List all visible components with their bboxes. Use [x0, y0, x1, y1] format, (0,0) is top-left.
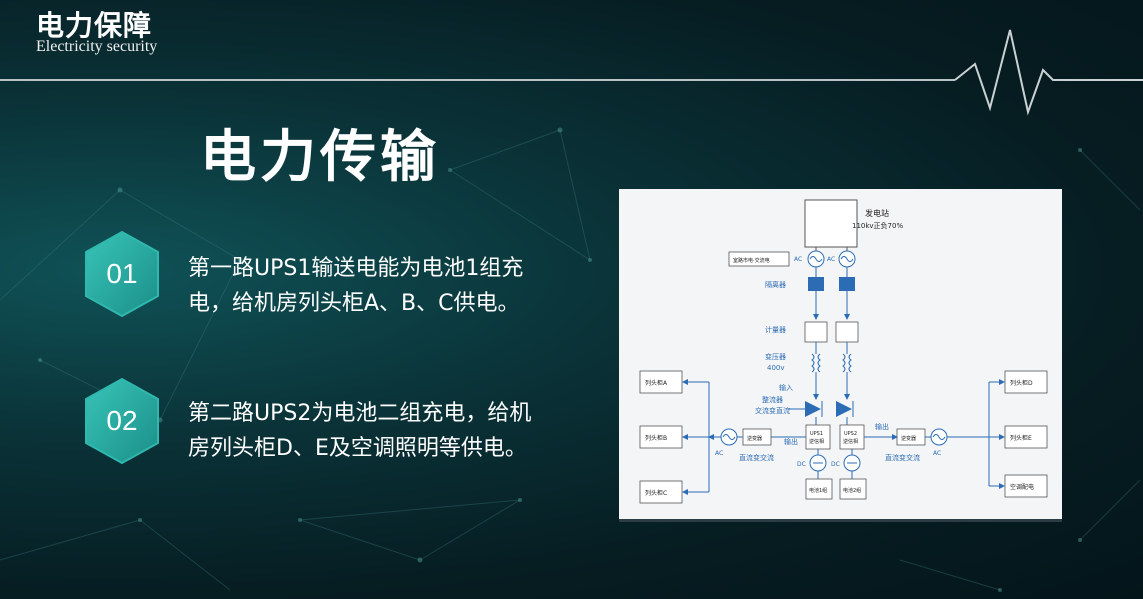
hexagon-badge-02: [85, 378, 159, 464]
rectifier-label: 整流器: [762, 395, 783, 404]
ups1-label: UPS1: [810, 431, 823, 437]
item-number: 02: [106, 405, 138, 436]
transformer-label: 变压器: [765, 352, 786, 361]
inverter-label: 逆变器: [747, 435, 762, 442]
item-text-line: 第二路UPS2为电池二组充电，给机: [188, 401, 532, 426]
transformer-voltage: 400v: [767, 364, 785, 372]
transformer-icon: [842, 353, 852, 373]
transformer-icon: [811, 353, 821, 373]
cabinet-box: [639, 425, 683, 449]
station-sub: 110kv正负70%: [852, 221, 903, 230]
ups1-box: [805, 424, 831, 450]
ac-label: AC: [933, 450, 941, 457]
cabinet-label: 列头柜E: [1010, 434, 1032, 442]
cabinet-label: 列头柜D: [1010, 379, 1033, 387]
battery2-box: [839, 478, 867, 500]
item-text-01: 第一路UPS1输送电能为电池1组充 电，给机房列头柜A、B、C供电。: [188, 251, 568, 321]
item-text-line: 第一路UPS1输送电能为电池1组充: [188, 256, 524, 281]
ac-label: AC: [715, 450, 723, 457]
converter-label: 逆信相: [809, 438, 824, 445]
power-diagram: 发电站 110kv正负70% 室路市电·交流电 AC AC 隔离器 计量器 变压…: [619, 189, 1062, 522]
input-label: 输入: [779, 383, 793, 392]
cabinet-box: [1004, 474, 1048, 498]
inverter-label: 逆变器: [901, 435, 916, 442]
station-box: [804, 199, 858, 248]
heartbeat-line: [0, 29, 1143, 116]
ac-label: AC: [827, 256, 835, 263]
ac-label: AC: [794, 256, 802, 263]
isolator-box: [839, 277, 855, 291]
cabinet-label: 空调配电: [1010, 483, 1034, 491]
cabinet-box: [639, 370, 683, 394]
dc-to-ac-label: 直流变交流: [885, 453, 920, 462]
item-text-02: 第二路UPS2为电池二组充电，给机 房列头柜D、E及空调照明等供电。: [188, 396, 568, 466]
battery1-label: 电池1组: [809, 487, 827, 494]
header-title: 电力保障: [36, 9, 153, 42]
station-label: 发电站: [865, 208, 889, 218]
mains-box: [728, 251, 790, 267]
converter-label: 逆信相: [843, 438, 858, 445]
battery2-label: 电池2组: [843, 487, 861, 494]
output-label: 输出: [875, 422, 889, 431]
hexagon-badge-01: [85, 231, 159, 317]
battery1-box: [805, 478, 833, 500]
isolator-box: [808, 277, 824, 291]
item-text-line: 房列头柜D、E及空调照明等供电。: [188, 436, 527, 461]
dc-to-ac-label: 直流变交流: [739, 453, 774, 462]
cabinet-box: [1004, 425, 1048, 449]
power-diagram-svg: 发电站 110kv正负70% 室路市电·交流电 AC AC 隔离器 计量器 变压…: [639, 199, 1048, 504]
item-number: 01: [106, 258, 138, 289]
diode-icon: [805, 401, 821, 417]
diode-icon: [836, 401, 852, 417]
meter-box: [804, 321, 828, 343]
cabinet-box: [1004, 370, 1048, 394]
meter-box: [835, 321, 859, 343]
ups2-box: [839, 424, 865, 450]
mains-label: 室路市电·交流电: [733, 257, 770, 264]
cabinet-label: 列头柜B: [645, 434, 667, 442]
page-title: 电力传输: [200, 125, 440, 190]
output-label: 输出: [784, 437, 798, 446]
ups2-label: UPS2: [844, 431, 857, 437]
cabinet-label: 列头柜C: [645, 489, 667, 497]
header-subtitle: Electricity security: [36, 38, 158, 55]
meter-label: 计量器: [765, 325, 786, 334]
isolator-label: 隔离器: [765, 280, 786, 289]
ac-to-dc-label: 交流变直流: [755, 406, 790, 415]
cabinet-label: 列头柜A: [645, 379, 668, 387]
cabinet-box: [639, 480, 683, 504]
dc-label: DC: [831, 461, 840, 468]
dc-label: DC: [797, 461, 806, 468]
item-text-line: 电，给机房列头柜A、B、C供电。: [188, 291, 520, 316]
